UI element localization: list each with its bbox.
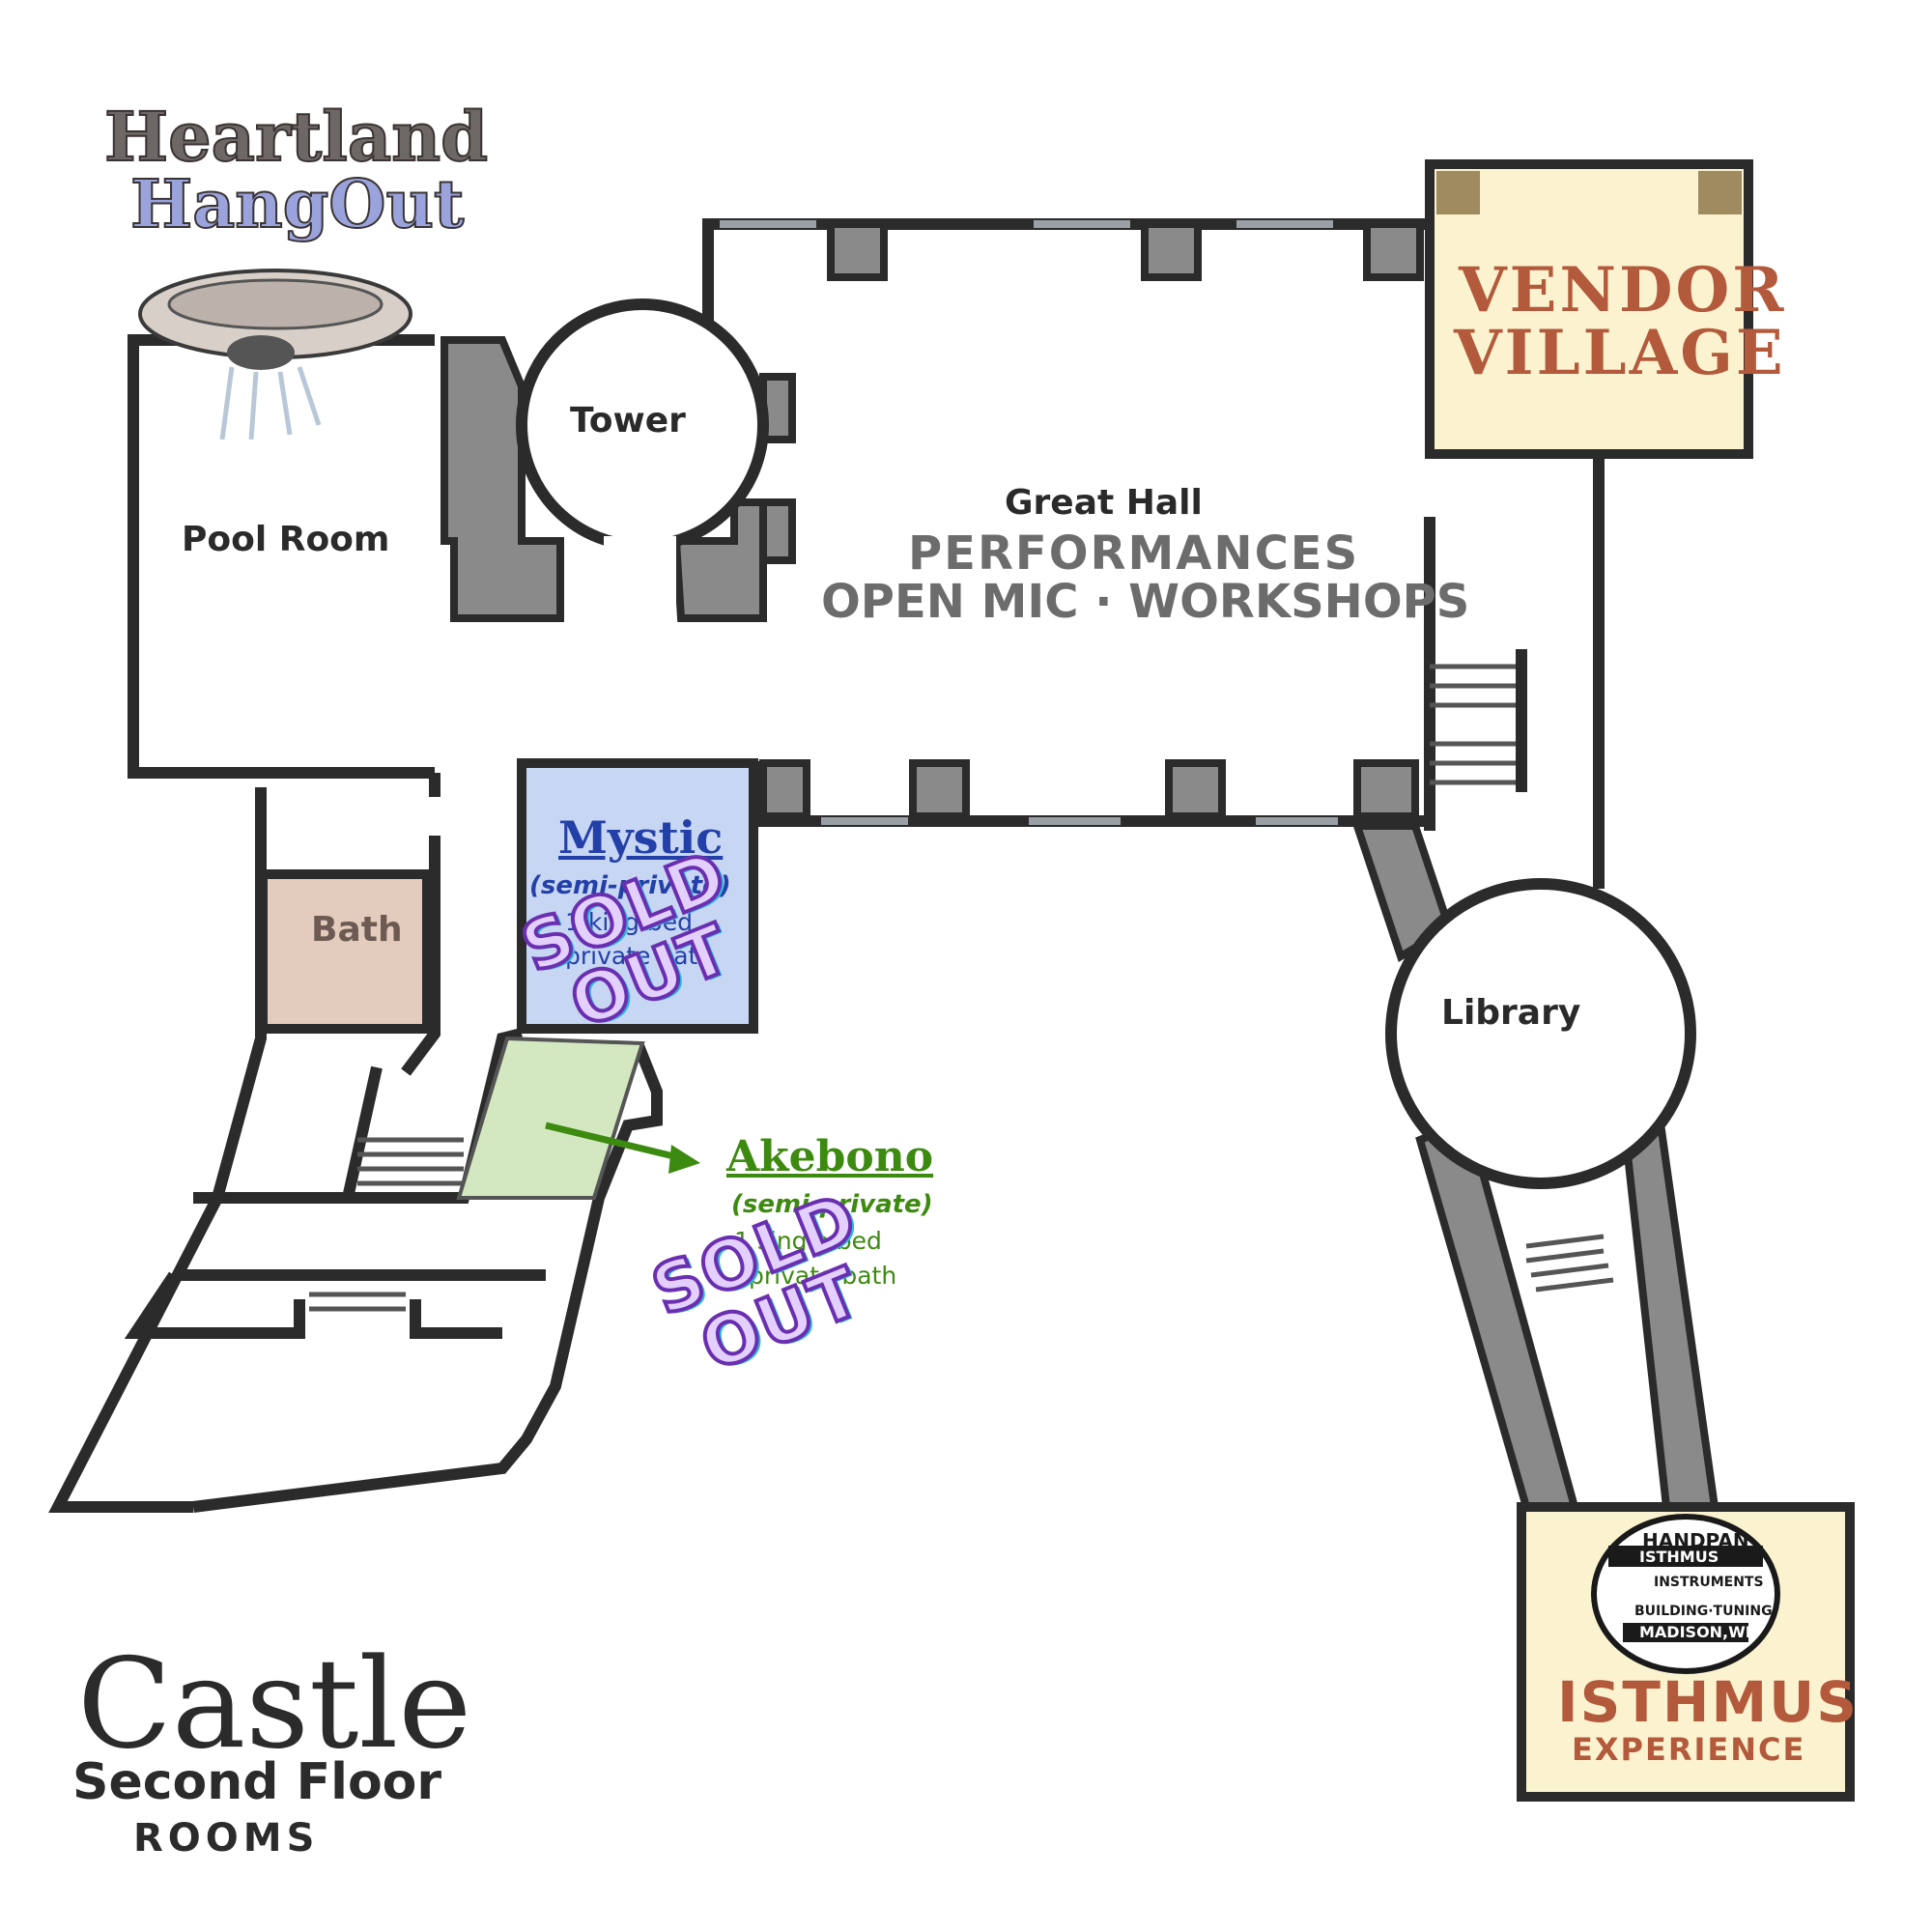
- akebono-name: Akebono: [726, 1132, 934, 1181]
- akebono-detail2: private bath: [749, 1262, 897, 1290]
- pillars: [759, 220, 1424, 820]
- logo-line3: INSTRUMENTS: [1654, 1575, 1764, 1590]
- great-hall-line1: PERFORMANCES: [908, 526, 1360, 581]
- handpan-logo: [1591, 1514, 1780, 1674]
- mystic-type: (semi-private): [529, 871, 731, 900]
- library-corridor: [1351, 454, 1719, 1511]
- library-label: Library: [1441, 993, 1581, 1033]
- mystic-room-fill: [517, 758, 758, 1034]
- great-hall-line2: OPEN MIC · WORKSHOPS: [821, 575, 1470, 629]
- akebono-arrow: [545, 1122, 700, 1174]
- logo-line1: HANDPAN: [1642, 1529, 1749, 1552]
- ufo-icon: [138, 269, 412, 440]
- logo-line2: ISTHMUS: [1639, 1548, 1719, 1566]
- footer-second-floor: Second Floor: [72, 1753, 442, 1811]
- bath-room-fill: [258, 869, 432, 1034]
- brand-title-line1: Heartland: [103, 96, 489, 178]
- akebono-detail1: 1 single bed: [734, 1227, 882, 1255]
- vendor-village-line2: VILLAGE: [1454, 317, 1786, 389]
- vendor-village-room: [1425, 159, 1753, 459]
- isthmus-line1: ISTHMUS: [1557, 1669, 1860, 1735]
- bath-label: Bath: [311, 910, 403, 950]
- vendor-village-line1: VENDOR: [1459, 254, 1787, 327]
- mystic-name: Mystic: [558, 811, 724, 864]
- akebono-type: (semi-private): [731, 1190, 933, 1219]
- logo-line4: BUILDING·TUNING: [1634, 1604, 1773, 1619]
- mystic-detail2: private bath: [565, 942, 714, 970]
- mystic-detail1: 1 king bed: [565, 908, 694, 936]
- pool-room-label: Pool Room: [182, 520, 390, 559]
- tower-label: Tower: [570, 401, 686, 440]
- footer-castle: Castle: [77, 1633, 472, 1776]
- tower: [440, 298, 769, 633]
- isthmus-line2: EXPERIENCE: [1572, 1731, 1806, 1768]
- akebono-room-fill: [456, 1036, 645, 1200]
- great-hall-label: Great Hall: [1005, 483, 1203, 523]
- brand-title-line2: HangOut: [129, 165, 465, 244]
- logo-line5: MADISON,WI: [1639, 1623, 1751, 1641]
- footer-rooms: ROOMS: [133, 1816, 320, 1861]
- stairs: [309, 664, 1614, 1312]
